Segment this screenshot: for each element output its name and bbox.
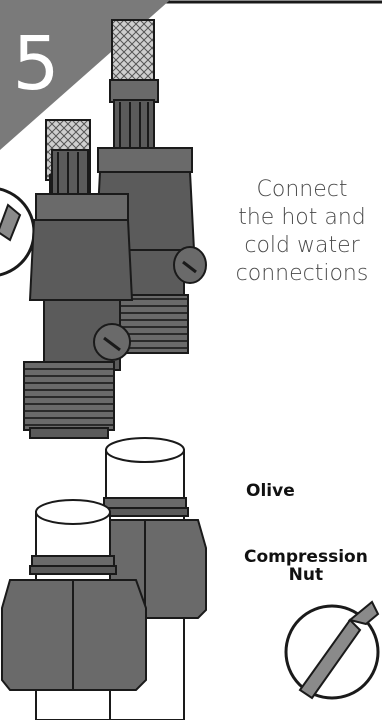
compression-nut-label-line: Nut [244, 566, 368, 584]
wrench-icon [286, 602, 378, 698]
step-number: 5 [6, 22, 66, 106]
wrench-icon-left [0, 188, 34, 276]
instruction-line: Connect [216, 176, 382, 204]
compression-nut-label-line: Compression [244, 548, 368, 566]
olive-label: Olive [246, 482, 295, 500]
instruction-text: Connect the hot and cold water connectio… [216, 176, 382, 288]
instruction-line: the hot and [216, 204, 382, 232]
instruction-line: cold water [216, 232, 382, 260]
instruction-line: connections [216, 260, 382, 288]
compression-nut-label: Compression Nut [244, 548, 368, 584]
